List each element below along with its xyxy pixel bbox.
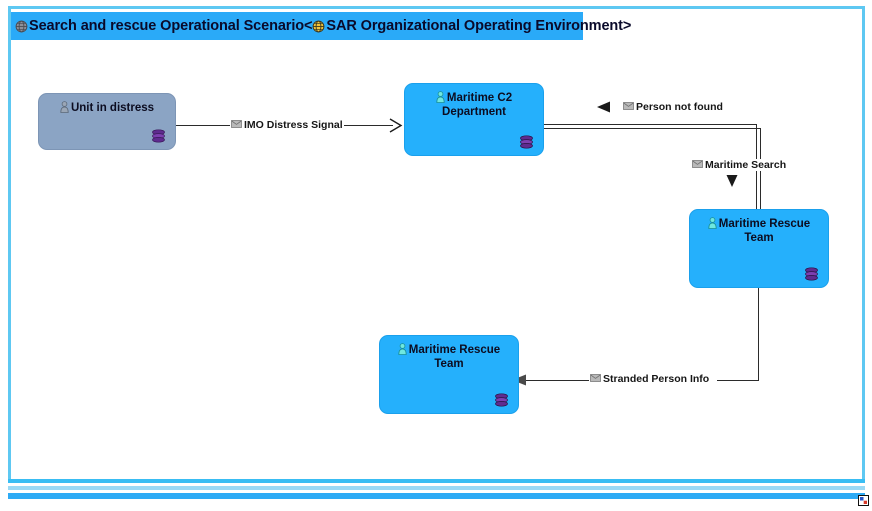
connector-label-stranded-person-info-text: Stranded Person Info [603, 373, 710, 385]
connector-label-imo-distress-signal[interactable]: IMO Distress Signal [230, 119, 344, 131]
connector-label-stranded-person-info[interactable]: Stranded Person Info [589, 373, 711, 385]
envelope-icon [590, 373, 601, 382]
window-footer-band-3 [8, 486, 865, 490]
connector-pnf-line-top [541, 124, 756, 125]
node-maritime-rescue-team-bottom[interactable]: Maritime Rescue Team [379, 335, 519, 414]
envelope-icon [623, 101, 634, 110]
connector-imo-line-b [341, 125, 393, 126]
envelope-icon [692, 159, 703, 168]
actor-icon [398, 343, 407, 355]
node-unit-in-distress[interactable]: Unit in distress [38, 93, 176, 150]
node-maritime-rescue-team-bottom-title: Maritime Rescue Team [380, 343, 518, 371]
node-maritime-c2-department-line1: Maritime C2 [446, 92, 513, 104]
node-maritime-rescue-team-right-line2: Team [744, 231, 774, 244]
node-maritime-rescue-team-right-line1: Maritime Rescue [718, 218, 811, 230]
window-footer-band-4 [8, 490, 865, 493]
globe-gray-icon [15, 20, 28, 33]
stacked-disks-icon [493, 393, 510, 407]
actor-icon [436, 91, 445, 103]
connector-label-person-not-found[interactable]: Person not found [622, 101, 724, 113]
connector-person-not-found-arrowhead [597, 101, 610, 113]
stacked-disks-icon [803, 267, 820, 281]
connector-maritime-search-arrowhead [726, 175, 738, 187]
node-maritime-rescue-team-right[interactable]: Maritime Rescue Team [689, 209, 829, 288]
diagram-canvas[interactable]: IMO Distress Signal Person not found [11, 40, 862, 479]
window-footer-band-1 [8, 479, 865, 483]
connector-pnf-line-down-a [756, 124, 757, 254]
resize-grip-icon[interactable] [858, 493, 869, 506]
connector-label-maritime-search-text: Maritime Search [705, 159, 787, 171]
node-maritime-rescue-team-bottom-line1: Maritime Rescue [408, 344, 501, 356]
node-unit-in-distress-label: Unit in distress [70, 102, 155, 114]
connector-label-person-not-found-text: Person not found [636, 101, 723, 113]
node-maritime-c2-department[interactable]: Maritime C2 Department [404, 83, 544, 156]
connector-spi-line-h-left [524, 380, 589, 381]
connector-stranded-person-info-arrowhead [512, 374, 526, 386]
node-maritime-c2-department-title: Maritime C2 Department [405, 91, 543, 119]
connector-imo-arrowhead [389, 118, 403, 133]
connector-pnf-line-down-b [760, 128, 761, 254]
window-border-top [8, 6, 865, 9]
window-footer-band-2 [8, 483, 865, 486]
actor-icon [60, 101, 69, 113]
envelope-icon [231, 119, 242, 128]
actor-icon [708, 217, 717, 229]
window-footer-band-5 [8, 493, 865, 499]
connector-spi-line-down [758, 288, 759, 380]
connector-imo-line-a [175, 125, 230, 126]
stacked-disks-icon [518, 135, 535, 149]
node-maritime-rescue-team-right-title: Maritime Rescue Team [690, 217, 828, 245]
stacked-disks-icon [150, 129, 167, 143]
window-border-left [8, 6, 11, 482]
connector-label-maritime-search[interactable]: Maritime Search [691, 159, 788, 171]
page-title-part2: SAR Organizational Operating Environment… [326, 18, 632, 34]
node-unit-in-distress-title: Unit in distress [39, 101, 175, 116]
window-border-right [862, 6, 865, 482]
diagram-title-bar[interactable]: Search and rescue Operational Scenario< … [11, 12, 631, 40]
connector-label-imo-text: IMO Distress Signal [244, 119, 343, 131]
connector-spi-line-h-right [717, 380, 759, 381]
connector-pnf-line-bottom [541, 128, 760, 129]
node-maritime-rescue-team-bottom-line2: Team [434, 357, 464, 370]
node-maritime-c2-department-line2: Department [442, 105, 506, 118]
page-title-part1: Search and rescue Operational Scenario< [29, 18, 313, 34]
globe-gold-icon [312, 20, 325, 33]
